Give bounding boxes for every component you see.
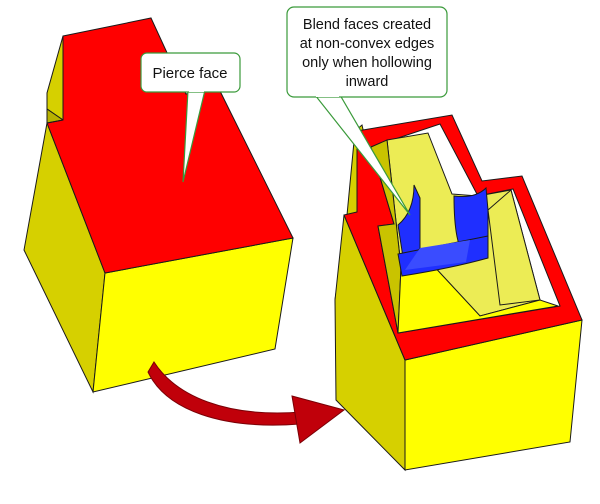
hollowed-block-right	[334, 114, 583, 472]
arrow-head	[291, 395, 346, 444]
transform-arrow	[147, 361, 346, 444]
callout-blend-line-1: Blend faces created	[303, 17, 431, 33]
left-block-tab-side-face	[46, 35, 64, 121]
callout-pierce-face: Pierce face	[140, 52, 241, 183]
callout-blend-line-2: at non-convex edges	[300, 36, 435, 52]
callout-blend-line-3: only when hollowing	[302, 55, 432, 71]
solid-block-left	[23, 17, 294, 394]
callout-pierce-label: Pierce face	[152, 65, 227, 82]
callout-blend-line-4: inward	[346, 74, 389, 90]
blend-face-vertical	[397, 184, 421, 272]
inner-right-wall	[487, 189, 541, 306]
blend-face-highlight	[405, 240, 470, 270]
left-block-top-edge	[46, 119, 64, 124]
callout-blend-box	[286, 6, 448, 98]
callout-blend-faces: Blend faces created at non-convex edges …	[286, 6, 448, 216]
